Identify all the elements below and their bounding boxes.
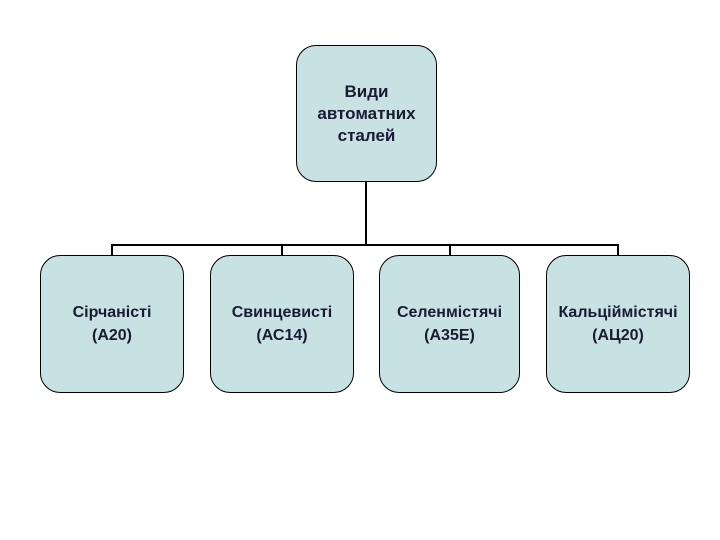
connector-drop-2 [281,244,283,256]
root-node-types-of-automatic-steels: Види автоматних сталей [296,45,437,182]
root-node-label: Види автоматних сталей [317,81,416,145]
child-node-selenium-steels: Селенмістячі (А35Е) [379,255,520,393]
child-node-grade: (АЦ20) [592,327,644,344]
child-node-name: Кальціймістячі [558,304,678,321]
connector-drop-1 [111,244,113,256]
child-node-grade: (А35Е) [424,327,475,344]
child-node-lead-steels: Свинцевисті (АС14) [210,255,354,393]
child-node-grade: (АС14) [256,327,308,344]
connector-drop-3 [449,244,451,256]
child-node-name: Свинцевисті [231,304,333,321]
connector-horizontal-bus [111,244,619,246]
connector-root-stem [365,182,367,245]
child-node-name: Селенмістячі [396,304,503,321]
child-node-grade: (А20) [91,327,132,344]
child-node-name: Сірчаністі [72,304,152,321]
connector-drop-4 [617,244,619,256]
child-node-sulfur-steels: Сірчаністі (А20) [40,255,184,393]
child-node-calcium-steels: Кальціймістячі (АЦ20) [546,255,690,393]
